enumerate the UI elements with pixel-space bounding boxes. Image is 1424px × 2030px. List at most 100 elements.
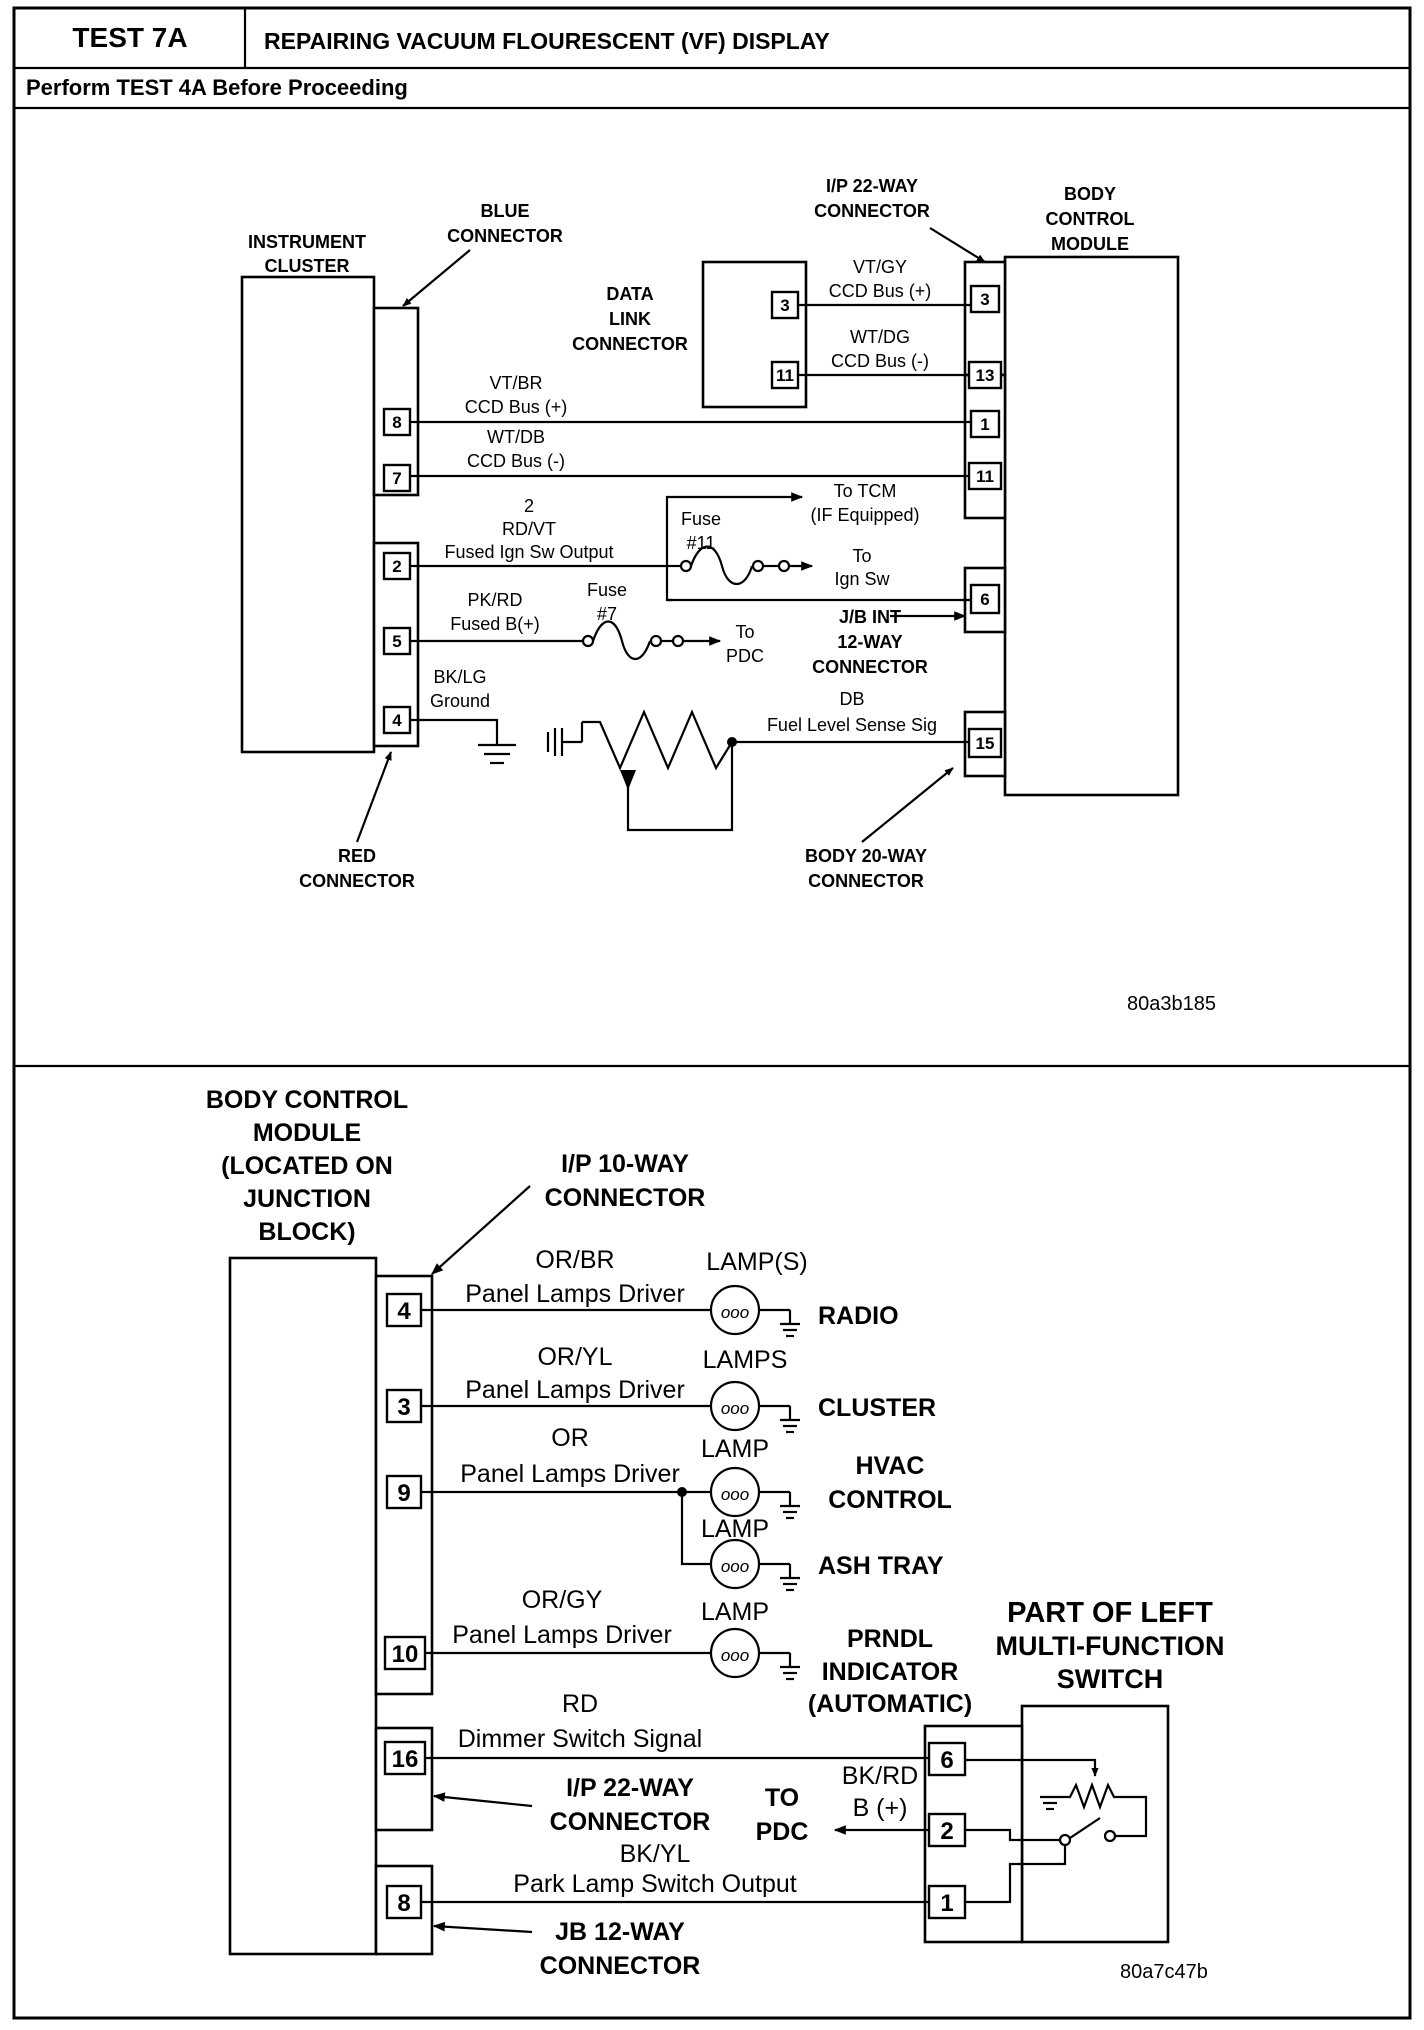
to-tcm-label-2: (IF Equipped) <box>810 505 919 525</box>
fuel-level-sender <box>546 709 969 832</box>
to-ign-label-2: Ign Sw <box>834 569 890 589</box>
wire-db-color: DB <box>839 689 864 709</box>
wire-bk-yl-color: BK/YL <box>620 1840 691 1868</box>
wire-bk-lg-color: BK/LG <box>433 667 486 687</box>
wire-bk-lg <box>410 718 499 745</box>
wire-db-label: Fuel Level Sense Sig <box>767 715 937 735</box>
svg-text:1: 1 <box>980 415 989 434</box>
mfs-box <box>1020 1704 1170 1944</box>
dlc-pin-11: 11 <box>770 360 800 390</box>
bcm-label-3: MODULE <box>1051 234 1129 254</box>
prerequisite-note: Perform TEST 4A Before Proceeding <box>26 75 408 100</box>
body-20way-label-2: CONNECTOR <box>808 871 924 891</box>
wire-vt-gy-label: CCD Bus (+) <box>829 281 932 301</box>
fuse-7-label-1: Fuse <box>587 580 627 600</box>
svg-text:5: 5 <box>392 632 401 651</box>
svg-text:ooo: ooo <box>721 1557 749 1576</box>
bcm2-box <box>228 1256 378 1956</box>
svg-text:16: 16 <box>392 1746 419 1773</box>
blue-connector-arrow <box>402 249 471 307</box>
load-hvac-1: HVAC <box>856 1452 925 1480</box>
lamp-hvac: ooo <box>709 1466 800 1520</box>
svg-text:10: 10 <box>392 1641 419 1668</box>
svg-text:4: 4 <box>392 711 402 730</box>
wire-rd-vt-color: RD/VT <box>502 519 556 539</box>
ip10-arrow <box>431 1185 531 1275</box>
svg-text:ooo: ooo <box>721 1399 749 1418</box>
jb12-arrow <box>432 1921 533 1934</box>
dlc-label-2: LINK <box>609 309 651 329</box>
ip22-bottom-label-1: I/P 22-WAY <box>566 1774 694 1802</box>
svg-text:3: 3 <box>980 290 989 309</box>
svg-text:8: 8 <box>392 413 401 432</box>
bcm2-label-5: BLOCK) <box>258 1218 355 1246</box>
instrument-cluster-label-2: CLUSTER <box>265 256 350 276</box>
wire-wt-db-color: WT/DB <box>487 427 545 447</box>
bcm2-label-1: BODY CONTROL <box>206 1086 408 1114</box>
load-prndl-3: (AUTOMATIC) <box>808 1690 972 1718</box>
bcm2-label-4: JUNCTION <box>243 1185 371 1213</box>
svg-text:15: 15 <box>976 734 995 753</box>
bcm-pin-15: 15 <box>967 727 1003 759</box>
wire-rd-label: Dimmer Switch Signal <box>458 1725 703 1753</box>
bcm-ip22-strip-upper <box>963 260 1007 377</box>
to-ign-label-1: To <box>852 546 871 566</box>
svg-text:2: 2 <box>392 557 401 576</box>
wire-or-color: OR <box>551 1424 589 1452</box>
instrument-cluster-box <box>240 275 376 754</box>
body-20way-label-1: BODY 20-WAY <box>805 846 927 866</box>
lamp-cluster-label: LAMPS <box>703 1346 788 1374</box>
blue-connector-label-2: CONNECTOR <box>447 226 563 246</box>
mfs-pin-1: 1 <box>927 1884 967 1920</box>
bcm2-pin-3: 3 <box>385 1388 423 1424</box>
svg-text:9: 9 <box>397 1480 410 1507</box>
fuse-11 <box>667 545 814 585</box>
jb12-label-1: JB 12-WAY <box>555 1918 685 1946</box>
bcm-pin-13: 13 <box>967 360 1003 390</box>
test-title: REPAIRING VACUUM FLOURESCENT (VF) DISPLA… <box>264 28 830 54</box>
svg-text:6: 6 <box>980 590 989 609</box>
mfs-label-3: SWITCH <box>1057 1664 1163 1694</box>
svg-text:6: 6 <box>940 1747 953 1774</box>
bcm2-pin-8: 8 <box>385 1884 423 1920</box>
to-tcm-label-1: To TCM <box>834 481 897 501</box>
wire-rd-vt-label: Fused Ign Sw Output <box>444 542 613 562</box>
bcm2-pin-4: 4 <box>385 1292 423 1328</box>
load-ash-tray: ASH TRAY <box>818 1552 944 1580</box>
wire-wt-dg-color: WT/DG <box>850 327 910 347</box>
bcm2-label-3: (LOCATED ON <box>221 1152 393 1180</box>
lamp-radio-label: LAMP(S) <box>706 1248 807 1276</box>
bcm2-pin-9: 9 <box>385 1474 423 1510</box>
wire-rd-color: RD <box>562 1690 598 1718</box>
load-prndl-1: PRNDL <box>847 1625 933 1653</box>
lamp-hvac-label: LAMP <box>701 1435 769 1463</box>
jb-int-label-3: CONNECTOR <box>812 657 928 677</box>
lamp-ash-tray: ooo <box>709 1538 800 1592</box>
svg-text:3: 3 <box>397 1394 410 1421</box>
svg-text:3: 3 <box>780 296 789 315</box>
svg-text:7: 7 <box>392 469 401 488</box>
wire-pk-rd-label: Fused B(+) <box>450 614 540 634</box>
load-hvac-2: CONTROL <box>828 1486 952 1514</box>
body-20way-arrow <box>861 767 954 843</box>
red-connector-label-1: RED <box>338 846 376 866</box>
wire-vt-br-color: VT/BR <box>489 373 542 393</box>
ip22-bottom-arrow <box>432 1792 533 1808</box>
wire-bk-rd-label: B (+) <box>853 1794 908 1822</box>
wire-vt-br-label: CCD Bus (+) <box>465 397 568 417</box>
wire-or-gy-label: Panel Lamps Driver <box>452 1621 672 1649</box>
bcm2-pin-16: 16 <box>383 1740 427 1776</box>
ic-pin-2: 2 <box>382 551 412 581</box>
bcm-pin-1: 1 <box>969 409 1001 439</box>
to-pdc2-label-2: PDC <box>756 1818 809 1846</box>
wire-wt-db-label: CCD Bus (-) <box>467 451 565 471</box>
bcm-pin-6: 6 <box>969 583 1001 615</box>
instrument-cluster-label-1: INSTRUMENT <box>248 232 366 252</box>
jb12-label-2: CONNECTOR <box>540 1952 701 1980</box>
ip22-label-1: I/P 22-WAY <box>826 176 918 196</box>
wire-rd-vt <box>410 564 672 602</box>
bcm-label-1: BODY <box>1064 184 1116 204</box>
top-diagram: INSTRUMENT CLUSTER BLUE CONNECTOR RED CO… <box>240 176 1216 1015</box>
to-pdc2-label-1: TO <box>765 1784 799 1812</box>
fuse-11-label-2: #11 <box>687 533 716 553</box>
